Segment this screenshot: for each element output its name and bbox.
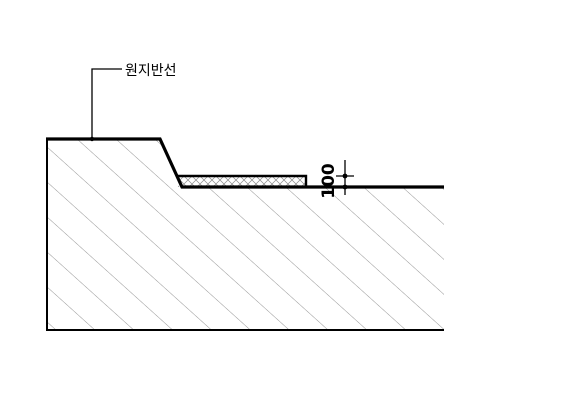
dimension-value: 100 <box>319 163 339 199</box>
ground-line-label: 원지반선 <box>125 63 177 79</box>
dimension-marker <box>336 160 354 195</box>
section-outline <box>46 139 444 331</box>
leader-line <box>89 68 122 142</box>
pavement-layer <box>178 174 308 187</box>
original-ground-line <box>46 137 444 189</box>
